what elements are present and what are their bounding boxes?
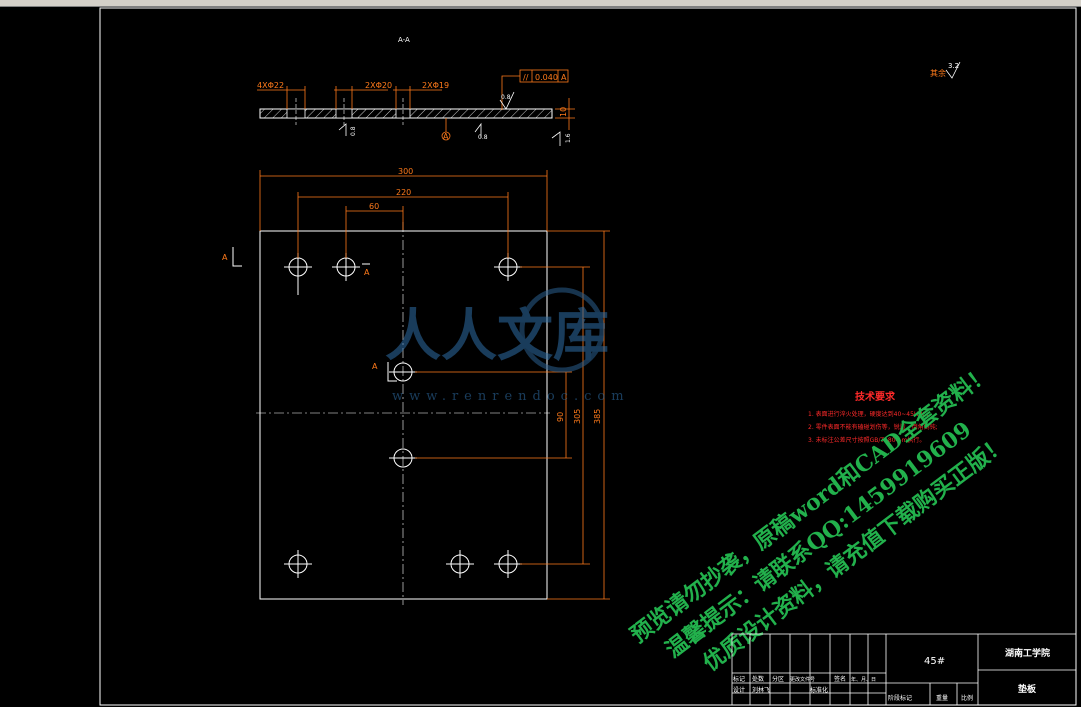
brand-url: www.renrendoc.com: [392, 389, 630, 404]
title-block: [731, 633, 1077, 706]
dim-holes-2a: 2XΦ20: [365, 81, 392, 90]
section-mark-small: A: [364, 268, 370, 277]
svg-text:签名: 签名: [834, 675, 846, 683]
svg-text:设计: 设计: [733, 686, 745, 694]
tech-req-item-2: 2. 零件表面不能有磕碰划伤等，锐边，倒角倒钝;: [808, 423, 938, 431]
svg-text:更改文件号: 更改文件号: [790, 676, 815, 683]
dim-width-60: 60: [369, 202, 379, 211]
svg-text:标准化: 标准化: [810, 686, 828, 694]
drawing-frame: [99, 7, 1077, 706]
section-plate: [259, 98, 553, 125]
datum-label: A: [443, 132, 449, 141]
dim-thickness: 10: [559, 107, 568, 117]
material-value: 45#: [924, 656, 945, 667]
tech-req-item-3: 3. 未标注公差尺寸按照GB/T1804-m执行。: [808, 436, 925, 444]
brand-watermark: 人人文库 www.renrendoc.com: [385, 287, 630, 404]
dim-holes-4: 4XΦ22: [257, 81, 284, 90]
section-title: A-A: [398, 36, 410, 44]
svg-text:分区: 分区: [772, 675, 784, 683]
roughness-mid-value: 0.8: [478, 134, 488, 141]
title-block-row-labels: 标记 处数 分区 更改文件号 签名 年、月、日 设计 刘林飞 标准化 阶段标记 …: [733, 675, 973, 702]
section-mark-upper: A: [222, 253, 228, 262]
section-marks: [232, 247, 397, 382]
roughness-left-value: 0.8: [350, 126, 357, 136]
tolerance-symbol: //: [523, 73, 529, 82]
tolerance-datum: A: [561, 73, 567, 82]
dim-height-305: 305: [573, 409, 582, 424]
brand-name: 人人文库: [385, 303, 609, 369]
dim-width-300: 300: [398, 167, 413, 176]
school-name: 湖南工学院: [1005, 647, 1050, 659]
svg-text:比例: 比例: [961, 694, 973, 702]
tech-req-item-1: 1. 表面进行淬火处理，硬度达到40~45HRC;: [808, 410, 929, 418]
roughness-note-value: 3.2: [948, 62, 959, 70]
dim-width-220: 220: [396, 188, 411, 197]
plan-dimensions: [259, 170, 610, 600]
dim-height-90: 90: [556, 412, 565, 422]
roughness-symbols: [338, 91, 561, 146]
section-mark-lower: A: [372, 362, 378, 371]
section-dimensions: [257, 69, 575, 141]
viewer-toolbar: [0, 0, 1081, 7]
svg-text:年、月、日: 年、月、日: [851, 676, 876, 683]
dim-height-385: 385: [593, 409, 602, 424]
part-name: 垫板: [1018, 683, 1037, 695]
roughness-right-value: 1.6: [565, 133, 572, 143]
tolerance-value: 0.040: [535, 73, 558, 82]
plate-outline: [259, 230, 548, 600]
svg-text:处数: 处数: [752, 675, 764, 683]
dim-holes-2b: 2XΦ19: [422, 81, 449, 90]
roughness-note-prefix: 其余: [930, 68, 946, 78]
svg-text:阶段标记: 阶段标记: [888, 694, 912, 702]
tech-req-title: 技术要求: [855, 390, 896, 403]
svg-text:刘林飞: 刘林飞: [752, 686, 770, 694]
roughness-top-value: 0.8: [501, 94, 511, 101]
center-lines: [256, 222, 550, 605]
svg-text:重量: 重量: [936, 694, 948, 702]
watermark-line-2: 温馨提示：请联系QQ:1459919609: [661, 417, 977, 664]
roughness-note-symbol: [945, 61, 961, 79]
svg-text:标记: 标记: [733, 675, 745, 683]
